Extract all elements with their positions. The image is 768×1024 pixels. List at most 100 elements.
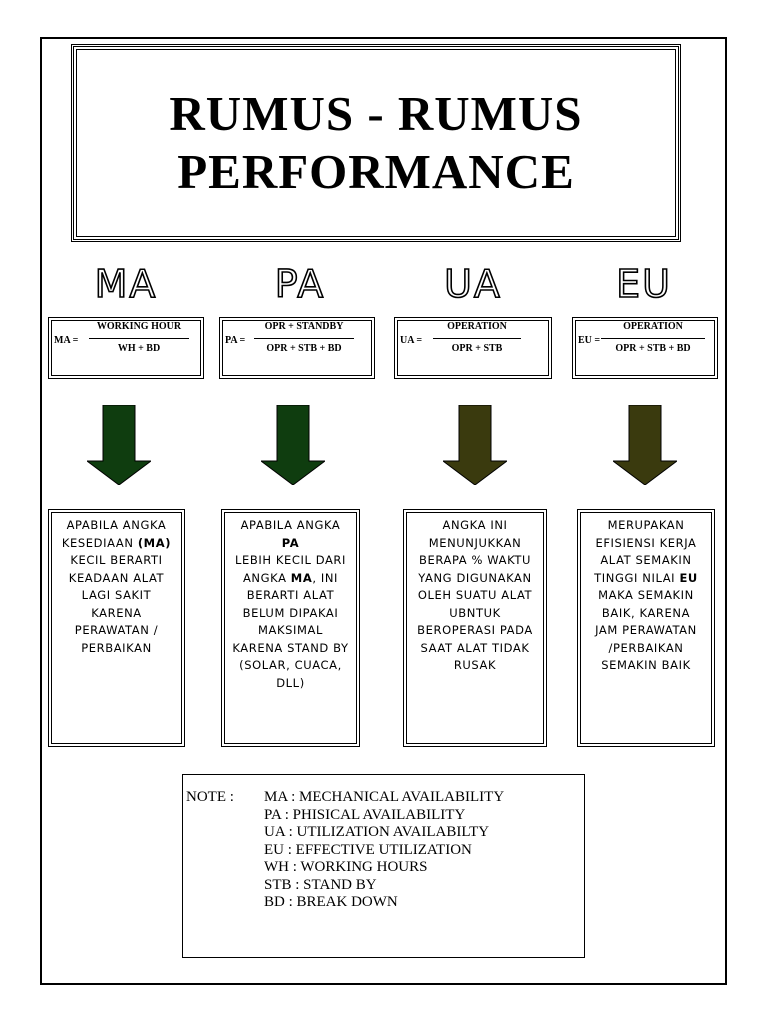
description-line: BAIK, KARENA bbox=[586, 605, 706, 623]
description-bold-term: (MA) bbox=[137, 535, 172, 550]
note-list: MA : MECHANICAL AVAILABILITY PA : PHISIC… bbox=[264, 789, 504, 912]
description-box-ua: ANGKA INI MENUNJUKKAN BERAPA % WAKTU YANG D… bbox=[403, 509, 547, 747]
description-text: SAAT ALAT TIDAK bbox=[420, 640, 530, 655]
description-line: DLL) bbox=[230, 675, 351, 693]
formula-numerator: OPERATION bbox=[601, 321, 705, 339]
description-line: ALAT SEMAKIN bbox=[586, 552, 706, 570]
formula-denominator: OPR + STB + BD bbox=[615, 343, 691, 354]
description-text: OLEH SUATU ALAT bbox=[417, 588, 533, 602]
title-line-1: RUMUS - RUMUS bbox=[169, 86, 583, 141]
description-text: /PERBAIKAN bbox=[608, 640, 684, 655]
note-item: EU : EFFECTIVE UTILIZATION bbox=[264, 841, 472, 858]
description-text: DLL) bbox=[276, 675, 305, 690]
note-box: NOTE : MA : MECHANICAL AVAILABILITY PA :… bbox=[182, 774, 585, 958]
description-line: ANGKA MA, INI bbox=[230, 570, 351, 588]
description-line: ANGKA INI bbox=[412, 517, 538, 535]
formula-denominator: OPR + STB bbox=[451, 343, 503, 354]
description-bold-term: PA bbox=[281, 535, 300, 550]
description-text: SEMAKIN BAIK bbox=[601, 658, 691, 672]
formula-box-eu: EU = OPERATION OPR + STB + BD bbox=[572, 317, 718, 379]
description-text: BEROPERASI PADA bbox=[417, 623, 533, 637]
description-line: TINGGI NILAI EU bbox=[586, 570, 706, 588]
note-item: STB : STAND BY bbox=[264, 876, 377, 893]
description-box-eu: MERUPAKAN EFISIENSI KERJA ALAT SEMAKIN TING… bbox=[577, 509, 715, 747]
formula-denominator: WH + BD bbox=[117, 343, 161, 354]
label-ua: UA bbox=[443, 261, 502, 307]
description-text: BELUM DIPAKAI bbox=[242, 605, 339, 620]
formula-lhs: MA = bbox=[54, 335, 79, 346]
description-line: PERAWATAN / bbox=[57, 622, 176, 640]
page-frame bbox=[40, 37, 727, 985]
description-line: JAM PERAWATAN bbox=[586, 622, 706, 640]
description-line: MERUPAKAN bbox=[586, 517, 706, 535]
description-line: /PERBAIKAN bbox=[586, 640, 706, 658]
description-line: BELUM DIPAKAI bbox=[230, 605, 351, 623]
description-text: KARENA STAND BY bbox=[232, 640, 349, 655]
formula-box-ma: MA = WORKING HOUR WH + BD bbox=[48, 317, 204, 379]
description-text: LAGI SAKIT bbox=[81, 588, 152, 602]
description-line: BERAPA % WAKTU bbox=[412, 552, 538, 570]
description-text: TINGGI NILAI bbox=[594, 570, 680, 585]
description-text: EFISIENSI KERJA bbox=[595, 535, 697, 550]
description-text: BERAPA % WAKTU bbox=[419, 553, 531, 567]
description-line: EFISIENSI KERJA bbox=[586, 535, 706, 553]
formula-lhs: UA = bbox=[400, 335, 423, 346]
description-line: YANG DIGUNAKAN bbox=[412, 570, 538, 588]
formula-fraction: OPR + STANDBY OPR + STB + BD bbox=[254, 321, 354, 354]
note-row: NOTE : MA : MECHANICAL AVAILABILITY PA :… bbox=[186, 789, 584, 912]
description-text: MENUNJUKKAN bbox=[428, 535, 522, 550]
description-line: UBNTUK bbox=[412, 605, 538, 623]
description-text: KESEDIAAN bbox=[61, 535, 138, 550]
formula-numerator: WORKING HOUR bbox=[89, 321, 189, 339]
note-item: WH : WORKING HOURS bbox=[264, 859, 428, 875]
description-text: MAKA SEMAKIN bbox=[598, 588, 694, 602]
description-line: BERARTI ALAT bbox=[230, 587, 351, 605]
description-text: KEADAAN ALAT bbox=[68, 570, 165, 585]
description-text: PERAWATAN / bbox=[74, 623, 159, 637]
description-text: , INI bbox=[312, 570, 339, 585]
description-text: MERUPAKAN bbox=[607, 518, 685, 532]
description-line: SEMAKIN BAIK bbox=[586, 657, 706, 675]
description-line: LEBIH KECIL DARI bbox=[230, 552, 351, 570]
title-box: RUMUS - RUMUS PERFORMANCE bbox=[71, 44, 681, 242]
description-bold-term: EU bbox=[679, 570, 698, 585]
description-line: KARENA bbox=[57, 605, 176, 623]
description-text: ALAT SEMAKIN bbox=[600, 553, 692, 567]
description-text: ANGKA INI bbox=[442, 518, 508, 532]
description-text: LEBIH KECIL DARI bbox=[234, 553, 347, 567]
description-line: (SOLAR, CUACA, bbox=[230, 657, 351, 675]
description-text: YANG DIGUNAKAN bbox=[418, 570, 532, 585]
description-line: OLEH SUATU ALAT bbox=[412, 587, 538, 605]
description-text: KARENA bbox=[91, 605, 142, 620]
description-bold-term: MA bbox=[290, 570, 313, 585]
description-line: KARENA STAND BY bbox=[230, 640, 351, 658]
description-line: LAGI SAKIT bbox=[57, 587, 176, 605]
description-line: PERBAIKAN bbox=[57, 640, 176, 658]
arrow-down-icon bbox=[261, 405, 325, 485]
description-text: ANGKA bbox=[242, 570, 291, 585]
description-text: KECIL BERARTI bbox=[70, 553, 163, 567]
description-line: MAKA SEMAKIN bbox=[586, 587, 706, 605]
formula-fraction: OPERATION OPR + STB bbox=[433, 321, 521, 354]
description-text: PERBAIKAN bbox=[81, 640, 152, 655]
description-line: MENUNJUKKAN bbox=[412, 535, 538, 553]
description-text: APABILA ANGKA bbox=[240, 518, 341, 532]
description-line: SAAT ALAT TIDAK bbox=[412, 640, 538, 658]
description-line: RUSAK bbox=[412, 657, 538, 675]
description-line: KESEDIAAN (MA) bbox=[57, 535, 176, 553]
description-line: KECIL BERARTI bbox=[57, 552, 176, 570]
label-eu: EU bbox=[615, 261, 672, 307]
formula-numerator: OPERATION bbox=[433, 321, 521, 339]
formula-denominator: OPR + STB + BD bbox=[266, 343, 342, 354]
arrow-down-icon bbox=[87, 405, 151, 485]
note-item: UA : UTILIZATION AVAILABILTY bbox=[264, 824, 490, 840]
description-line: APABILA ANGKA PA bbox=[230, 517, 351, 552]
arrow-down-icon bbox=[443, 405, 507, 485]
formula-lhs: EU = bbox=[578, 335, 601, 346]
description-line: KEADAAN ALAT bbox=[57, 570, 176, 588]
description-line: APABILA ANGKA bbox=[57, 517, 176, 535]
note-item: BD : BREAK DOWN bbox=[264, 894, 398, 910]
formula-numerator: OPR + STANDBY bbox=[254, 321, 354, 339]
description-line: BEROPERASI PADA bbox=[412, 622, 538, 640]
